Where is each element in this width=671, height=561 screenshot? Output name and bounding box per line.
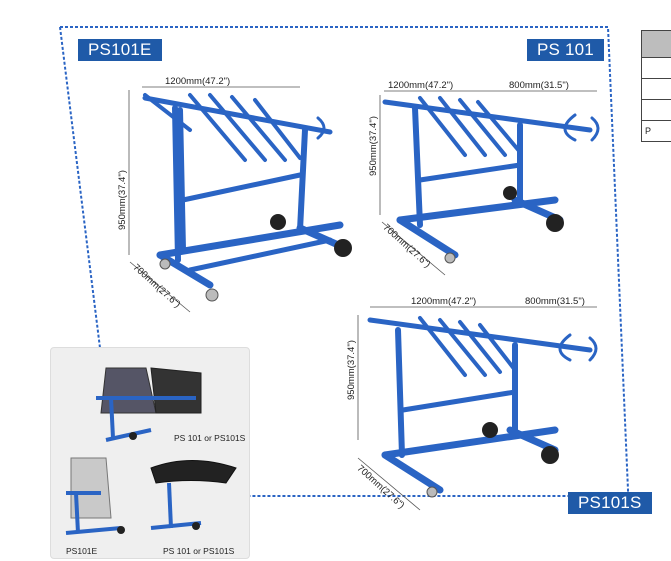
dim-width-ps101e: 1200mm(47.2") <box>165 76 231 87</box>
spec-table: P <box>641 30 671 142</box>
table-row <box>641 58 671 79</box>
label-ps101s: PS101S <box>568 492 652 514</box>
stand-ps101-illustration <box>382 96 600 259</box>
dim-height-ps101e: 950mm(37.4") <box>117 170 128 230</box>
dim-height-ps101: 950mm(37.4") <box>368 116 379 176</box>
table-header <box>641 30 671 58</box>
label-ps101: PS 101 <box>527 39 604 61</box>
caption-bottom-left: PS101E <box>66 546 98 556</box>
dim-height-ps101s: 950mm(37.4") <box>346 340 357 400</box>
label-ps101e: PS101E <box>78 39 162 61</box>
stand-ps101e-illustration <box>142 93 349 289</box>
dim-ext-ps101s: 800mm(31.5") <box>525 296 585 307</box>
caption-top: PS 101 or PS101S <box>174 433 246 443</box>
table-row <box>641 100 671 121</box>
dim-width-ps101: 1200mm(47.2") <box>388 80 454 91</box>
dim-width-ps101s: 1200mm(47.2") <box>411 296 477 307</box>
stand-ps101s-illustration <box>367 316 598 494</box>
table-row <box>641 79 671 100</box>
dim-ext-ps101: 800mm(31.5") <box>509 80 569 91</box>
table-row: P <box>641 121 671 142</box>
photo-illustration <box>65 367 237 535</box>
photo-panel <box>50 347 250 559</box>
caption-bottom-right: PS 101 or PS101S <box>163 546 235 556</box>
